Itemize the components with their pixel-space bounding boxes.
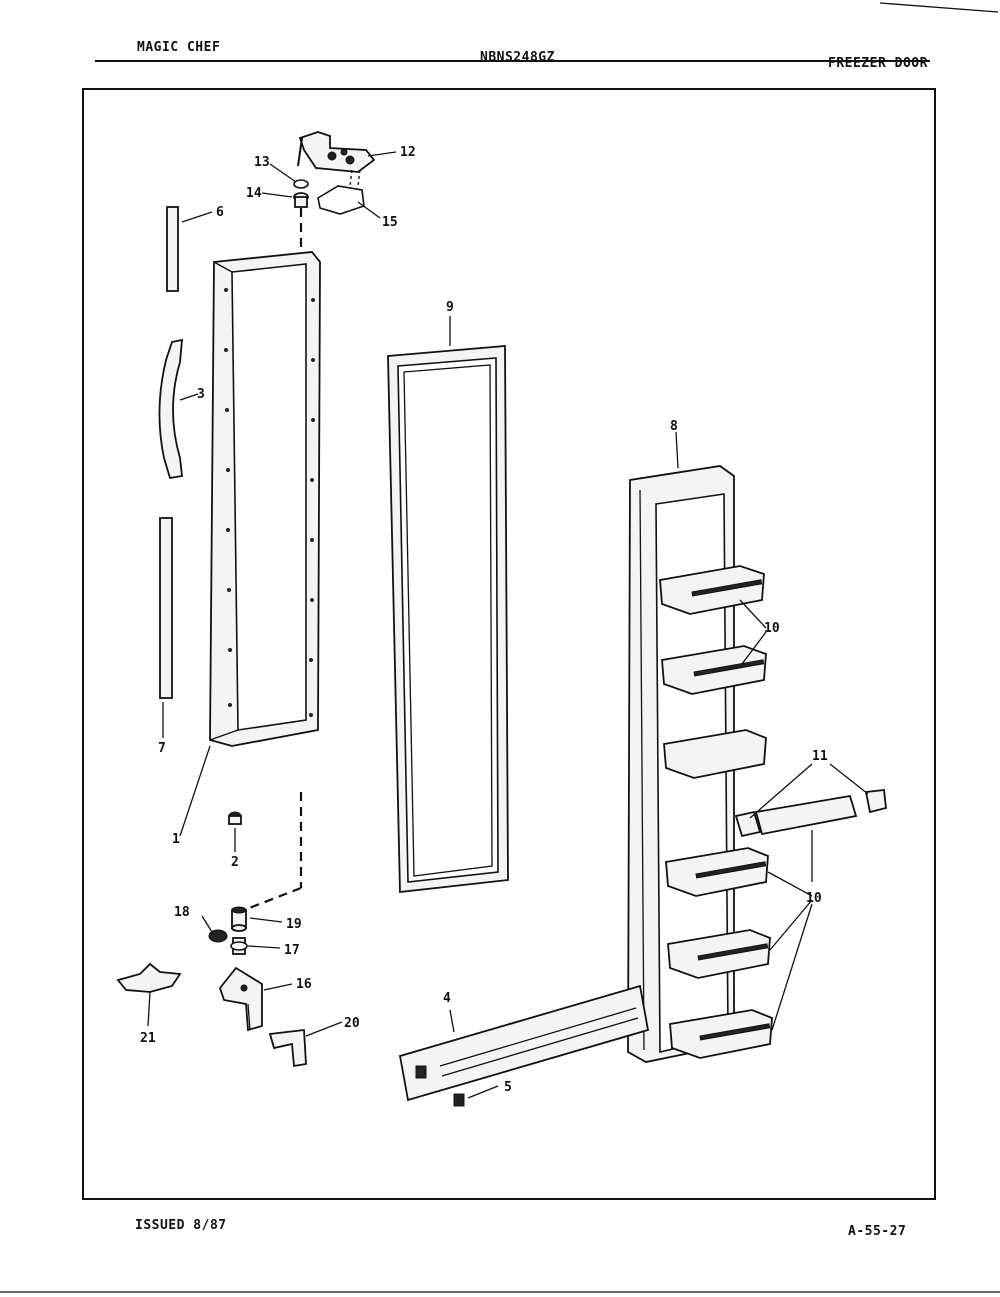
callout-19: 19	[286, 917, 302, 932]
brand-label: MAGIC CHEF	[137, 40, 221, 55]
part-hinge-bushing	[293, 192, 309, 208]
callout-8: 8	[670, 419, 678, 434]
callout-20: 20	[344, 1016, 360, 1031]
part-bottom-hinge	[218, 966, 263, 1032]
part-door-liner	[627, 465, 773, 1063]
part-hinge-shim	[317, 185, 365, 215]
part-hinge-cover	[116, 962, 182, 993]
callout-16: 16	[296, 977, 312, 992]
leader-lines	[147, 151, 869, 1099]
part-door-panel	[209, 251, 321, 747]
callout-10-lower: 10	[806, 891, 822, 906]
part-top-hinge	[297, 131, 376, 187]
part-hinge-bracket	[268, 1028, 307, 1068]
header-rule	[95, 60, 930, 62]
part-bottom-hinge-pin	[230, 937, 248, 955]
page-code: A-55-27	[848, 1224, 907, 1239]
callout-3: 3	[197, 387, 205, 402]
callout-6: 6	[216, 205, 224, 220]
callout-5: 5	[504, 1080, 512, 1095]
callout-2: 2	[231, 855, 239, 870]
callout-21: 21	[140, 1031, 156, 1046]
callout-17: 17	[284, 943, 300, 958]
part-washer	[293, 179, 309, 189]
callout-13: 13	[254, 155, 270, 170]
callout-11: 11	[812, 749, 828, 764]
top-right-mark	[879, 2, 999, 13]
part-lower-trim	[159, 517, 173, 699]
part-top-trim	[166, 206, 179, 292]
callout-7: 7	[158, 741, 166, 756]
diagram-frame	[82, 88, 936, 1200]
part-door-gasket	[387, 345, 509, 894]
part-shelf-bar	[734, 789, 887, 838]
callout-4: 4	[443, 991, 451, 1006]
callout-1: 1	[172, 832, 180, 847]
issued-date: ISSUED 8/87	[135, 1218, 227, 1233]
part-bottom-pin-bushing	[231, 906, 247, 932]
part-bottom-bushing	[228, 811, 242, 825]
callout-9: 9	[446, 300, 454, 315]
callout-10-upper: 10	[764, 621, 780, 636]
part-bottom-trim-bar	[398, 984, 650, 1102]
callout-14: 14	[246, 186, 262, 201]
callout-12: 12	[400, 145, 416, 160]
section-title: FREEZER DOOR	[828, 56, 928, 71]
part-trim-clip	[453, 1093, 465, 1107]
part-door-handle	[158, 338, 184, 480]
callout-15: 15	[382, 215, 398, 230]
part-bottom-washer	[208, 929, 228, 943]
hinge-axis-link	[243, 886, 302, 912]
callout-18: 18	[174, 905, 190, 920]
